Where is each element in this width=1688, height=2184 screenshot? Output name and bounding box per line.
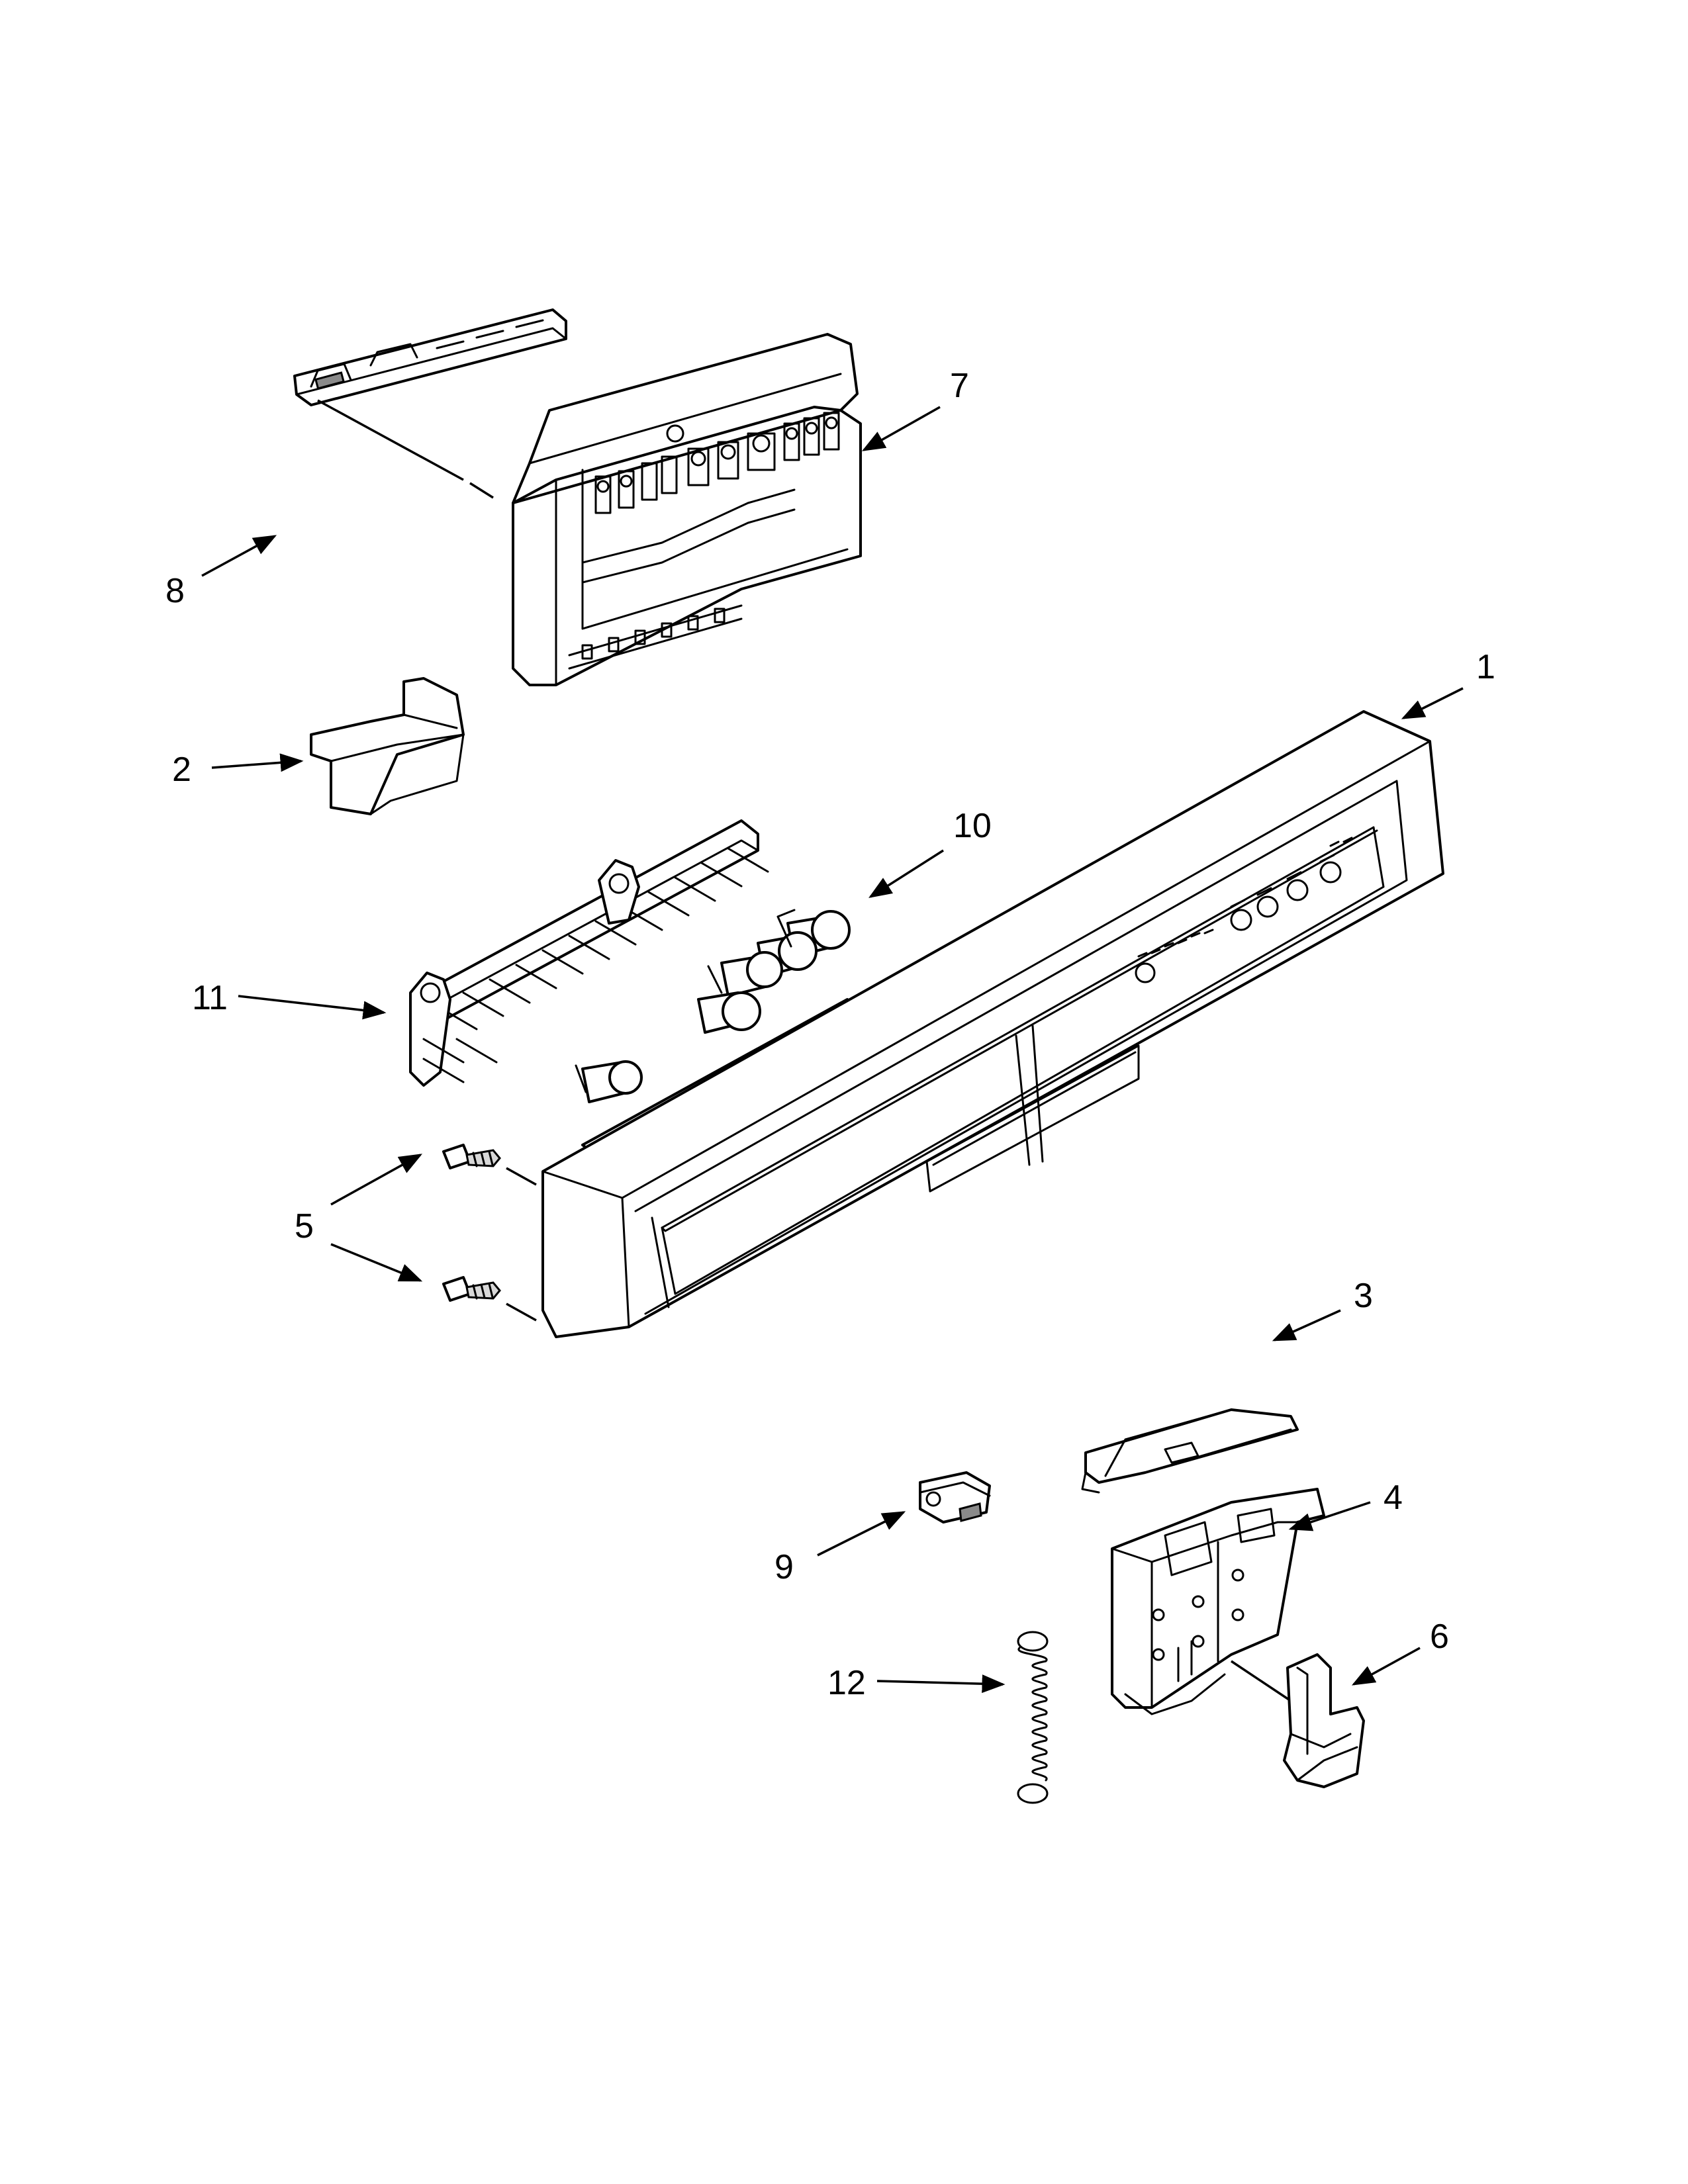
screw-upper-alignment-line [506,1167,537,1186]
callout-6: 6 [1430,1617,1449,1656]
callout-8: 8 [165,572,185,610]
part-4-door-latch[interactable] [1111,1488,1325,1715]
leader-12 [876,1674,1006,1694]
callout-9: 9 [774,1548,794,1586]
callout-numbers: 1 2 3 4 5 6 7 8 9 10 11 12 [165,367,1495,1702]
connection-line-8-to-7-dash [469,482,494,499]
leader-7 [861,406,941,451]
callout-4: 4 [1383,1479,1403,1517]
part-5-screw-lower[interactable] [442,1276,501,1302]
part-3-latch-handle[interactable] [1081,1408,1299,1494]
callout-5: 5 [295,1207,314,1246]
leader-1 [1401,687,1464,719]
part-5-screw-upper[interactable] [442,1144,501,1169]
connection-line-4-to-6 [1231,1660,1291,1702]
part-9-switch[interactable] [919,1471,991,1524]
part-1-control-panel[interactable] [541,710,1444,1338]
leader-11 [238,995,387,1020]
leader-8 [201,535,277,577]
callout-3: 3 [1354,1277,1373,1315]
part-12-spring[interactable] [1017,1631,1049,1804]
leader-5-lower [330,1243,423,1282]
callout-1: 1 [1476,648,1495,686]
part-8-connector-strip[interactable] [293,308,567,406]
callout-12: 12 [827,1664,866,1702]
leader-9 [817,1511,906,1557]
leader-6 [1351,1647,1421,1686]
leader-5-upper [330,1154,423,1206]
part-2-bracket[interactable] [310,677,465,815]
part-7-control-module[interactable] [512,333,862,686]
leader-2 [211,753,304,772]
leader-10 [868,849,944,898]
callout-7: 7 [950,367,969,405]
screw-lower-alignment-line [506,1302,537,1322]
callout-11: 11 [192,979,228,1017]
part-10-push-buttons[interactable] [575,909,851,1103]
connection-line-8-to-7 [317,399,464,481]
callout-leaders [201,406,1464,1694]
callout-10: 10 [953,807,992,845]
leader-3 [1272,1309,1341,1342]
callout-2: 2 [172,751,191,789]
leader-4 [1288,1501,1371,1531]
part-6-latch-bracket[interactable] [1283,1653,1365,1788]
